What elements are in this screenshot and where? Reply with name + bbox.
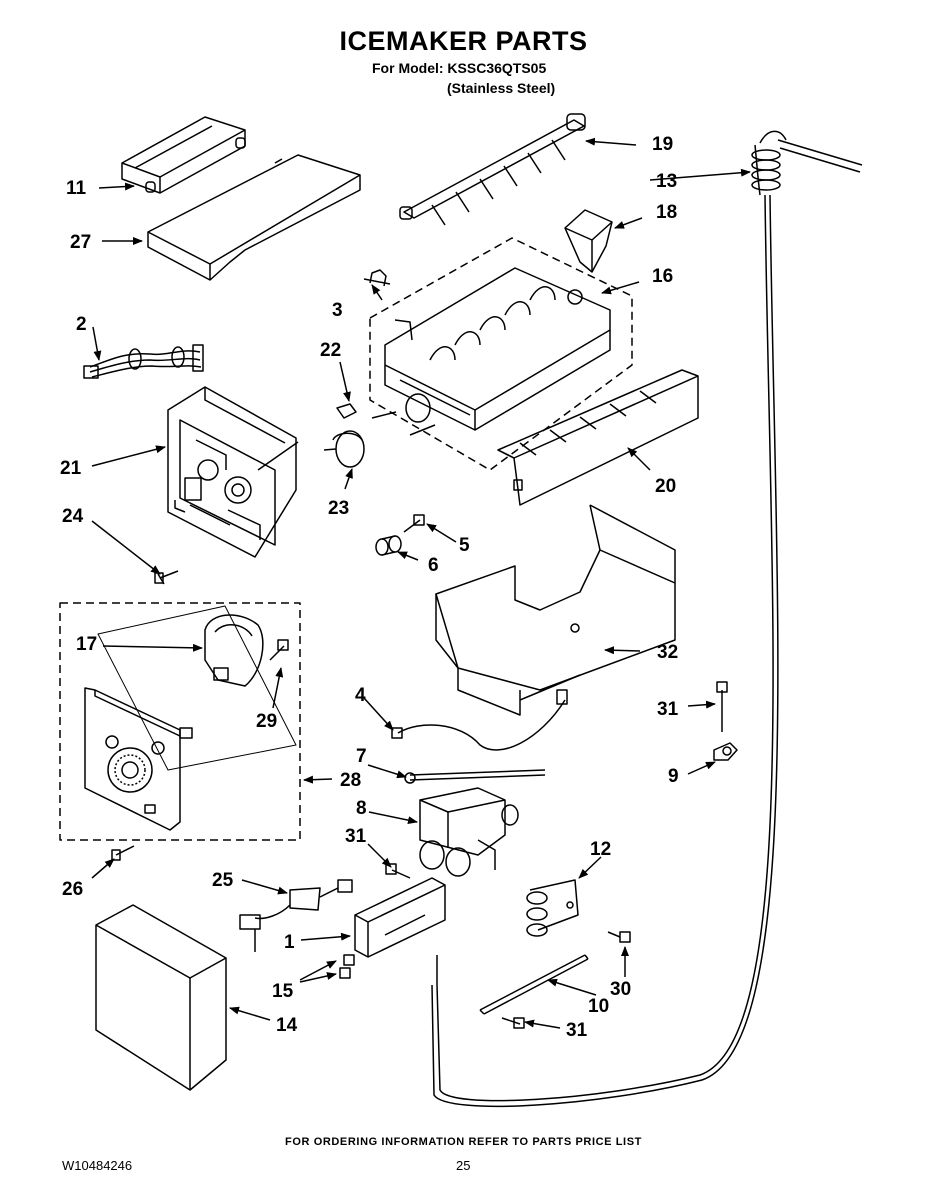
callout-22: 22 <box>320 340 341 361</box>
callout-2: 2 <box>76 314 87 335</box>
callout-20: 20 <box>655 476 676 497</box>
callout-16: 16 <box>652 266 673 287</box>
callout-14: 14 <box>276 1015 298 1036</box>
part-11-bracket <box>121 116 246 194</box>
callout-15: 15 <box>272 981 294 1002</box>
callout-3: 3 <box>332 300 343 321</box>
page-number: 25 <box>456 1158 471 1173</box>
part-22-clip <box>336 403 357 419</box>
part-5-screw <box>403 514 425 533</box>
callout-18: 18 <box>656 202 677 223</box>
callout-28: 28 <box>340 770 361 791</box>
document-number: W10484246 <box>62 1158 133 1173</box>
part-20-stripper <box>497 369 699 506</box>
callout-29: 29 <box>256 711 277 732</box>
part-8-water-valve <box>419 787 519 877</box>
callout-19: 19 <box>652 134 673 155</box>
part-29-screw <box>269 639 289 661</box>
callout-7: 7 <box>356 746 367 767</box>
callout-21: 21 <box>60 458 82 479</box>
callout-13: 13 <box>656 171 677 192</box>
callout-31-lower: 31 <box>566 1020 588 1041</box>
part-16-ice-mold <box>369 237 633 471</box>
part-28-motor-assembly <box>59 602 301 841</box>
part-27-cover <box>147 154 361 281</box>
callout-31-upper: 31 <box>345 826 367 847</box>
callout-6: 6 <box>428 555 439 576</box>
callout-17: 17 <box>76 634 97 655</box>
callout-24: 24 <box>62 506 84 527</box>
part-1-bracket <box>354 877 446 958</box>
callout-30: 30 <box>610 979 631 1000</box>
part-17-motor <box>204 614 264 687</box>
part-7-tube <box>404 769 546 784</box>
callout-11: 11 <box>66 178 87 199</box>
part-14-cover-box <box>95 904 227 1091</box>
page-title: ICEMAKER PARTS <box>339 26 588 56</box>
callout-23: 23 <box>328 498 349 519</box>
callout-10: 10 <box>588 996 609 1017</box>
part-2-wire-harness <box>83 344 204 379</box>
part-32-support <box>435 504 676 716</box>
part-13-fill-tube <box>431 130 863 1108</box>
part-12-clip <box>526 879 579 937</box>
callout-12: 12 <box>590 839 611 860</box>
part-4-fill-tube <box>391 689 568 751</box>
callout-8: 8 <box>356 798 367 819</box>
callout-4: 4 <box>355 685 366 706</box>
part-31-screw-right <box>716 681 728 732</box>
callout-26: 26 <box>62 879 83 900</box>
callout-31-right: 31 <box>657 699 679 720</box>
model-line: For Model: KSSC36QTS05 <box>372 60 547 76</box>
part-3-clip <box>363 269 391 287</box>
part-21-control-housing <box>167 386 299 558</box>
callout-25: 25 <box>212 870 234 891</box>
part-19-ejector <box>399 113 586 226</box>
part-23-thermostat <box>323 430 365 468</box>
part-26-screw <box>111 845 135 861</box>
part-10-heater <box>479 954 589 1015</box>
callout-5: 5 <box>459 535 470 556</box>
callout-27: 27 <box>70 232 91 253</box>
part-30-screw <box>607 931 631 943</box>
callout-9: 9 <box>668 766 679 787</box>
ordering-note: FOR ORDERING INFORMATION REFER TO PARTS … <box>285 1136 642 1148</box>
part-15-screws <box>339 954 355 979</box>
part-9-clamp <box>713 742 738 761</box>
part-18-guide <box>564 209 613 273</box>
part-6-spacer <box>375 535 402 556</box>
finish-line: (Stainless Steel) <box>447 80 556 96</box>
callout-32: 32 <box>657 642 678 663</box>
part-25-harness <box>239 879 353 952</box>
callout-1: 1 <box>284 932 295 953</box>
part-31-screw-lower <box>501 1017 525 1029</box>
